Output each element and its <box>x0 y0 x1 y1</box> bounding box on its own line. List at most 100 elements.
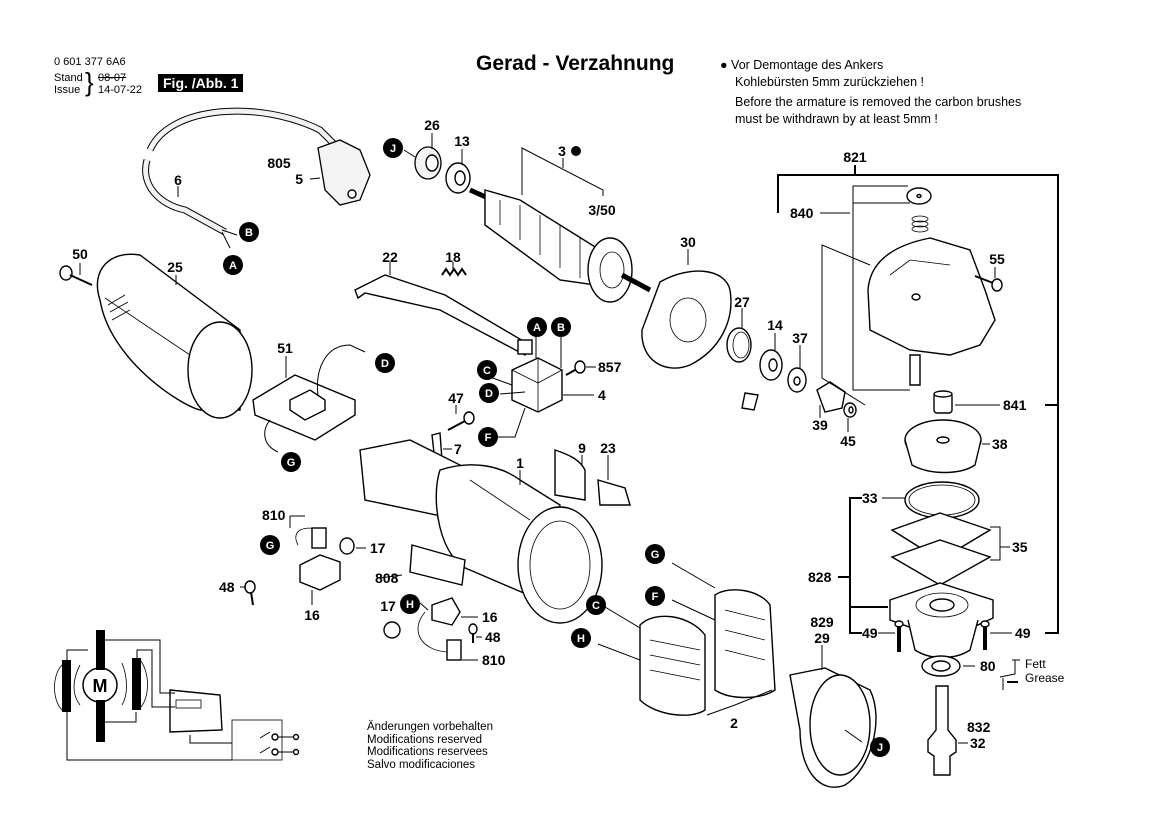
label-49-right: 49 <box>1015 625 1031 641</box>
important-dot-icon <box>571 146 581 156</box>
ref-marker-d-filter: D <box>375 353 395 373</box>
slider-23 <box>597 479 631 506</box>
bearing-13 <box>445 162 471 194</box>
ref-marker-b-switch: B <box>551 317 571 337</box>
bushing-841 <box>933 390 953 414</box>
label-840: 840 <box>790 205 814 221</box>
ref-marker-g-filter: G <box>281 452 301 472</box>
svg-text:F: F <box>485 432 492 444</box>
grease-en: Grease <box>1025 671 1065 685</box>
label-26: 26 <box>424 117 440 133</box>
armature <box>468 187 652 303</box>
reference-markers: J B A A B C D D F G G H G F C H J <box>223 138 890 757</box>
bevel-gear-38 <box>904 419 982 474</box>
label-25: 25 <box>167 259 183 275</box>
spring-17-right <box>383 621 401 639</box>
label-45: 45 <box>840 433 856 449</box>
nut-45 <box>843 402 857 418</box>
label-828: 828 <box>808 569 832 585</box>
label-810-left: 810 <box>262 507 286 523</box>
svg-text:C: C <box>592 600 600 612</box>
svg-text:H: H <box>406 599 414 611</box>
ref-marker-b-cable: B <box>239 222 259 242</box>
svg-text:F: F <box>652 591 659 603</box>
switch-rod <box>354 274 533 356</box>
screw-50 <box>59 265 93 286</box>
ref-marker-h-field: H <box>571 628 591 648</box>
gasket-35 <box>890 512 992 586</box>
grease-de: Fett <box>1025 657 1046 671</box>
label-49-left: 49 <box>862 625 878 641</box>
label-808 <box>409 544 466 586</box>
label-47: 47 <box>448 390 464 406</box>
svg-text:G: G <box>266 540 275 552</box>
figure-label: Fig. /Abb. 1 <box>158 74 244 92</box>
wiring-schematic: M <box>54 630 300 761</box>
svg-text:B: B <box>557 322 565 334</box>
screw-49-right <box>980 620 990 650</box>
gear-housing <box>867 237 996 386</box>
stand-date: 08-07 <box>98 72 127 84</box>
label-23: 23 <box>600 440 616 456</box>
grease-symbol-icon <box>1002 678 1018 690</box>
svg-text:H: H <box>577 633 585 645</box>
power-cable <box>142 107 338 249</box>
brush-holder-right <box>417 597 462 661</box>
nameplate-9 <box>554 449 586 501</box>
spring-17-left <box>339 537 355 555</box>
label-805: 805 <box>267 155 291 171</box>
label-13: 13 <box>454 133 470 149</box>
label-27: 27 <box>734 294 750 310</box>
washer-37 <box>787 367 807 393</box>
label-829: 829 <box>810 614 834 630</box>
issue-date: 14-07-22 <box>98 84 143 96</box>
label-5: 5 <box>295 171 303 187</box>
label-3-50: 3/50 <box>588 202 615 218</box>
ref-marker-a-switch: A <box>527 317 547 337</box>
washer-80 <box>921 655 961 677</box>
brace-icon: } <box>85 67 94 97</box>
label-810-right: 810 <box>482 652 506 668</box>
mod-fr: Modifications reservees <box>367 746 488 758</box>
label-22: 22 <box>382 249 398 265</box>
label-4: 4 <box>598 387 606 403</box>
switch <box>511 357 563 413</box>
ref-marker-c-field: C <box>586 595 606 615</box>
pinion-39 <box>816 381 846 413</box>
bullet-icon: ● <box>720 58 728 72</box>
ref-marker-j-top: J <box>383 138 403 158</box>
label-808: 808 <box>375 570 399 586</box>
label-48-right: 48 <box>485 629 501 645</box>
ref-marker-c-switch: C <box>477 360 497 380</box>
screw-857 <box>565 360 586 376</box>
part-number: 0 601 377 6A6 <box>54 56 126 68</box>
ref-marker-j-guard: J <box>870 737 890 757</box>
ref-marker-f-field: F <box>645 586 665 606</box>
label-33: 33 <box>862 490 878 506</box>
screw-48-left <box>244 580 256 606</box>
svg-text:A: A <box>533 322 541 334</box>
small-part <box>741 392 759 411</box>
label-38: 38 <box>992 436 1008 452</box>
spindle-32 <box>927 685 957 776</box>
note-de-line2: Kohlebürsten 5mm zurückziehen ! <box>735 75 924 89</box>
fan-guide <box>641 270 732 369</box>
label-30: 30 <box>680 234 696 250</box>
label-14: 14 <box>767 317 783 333</box>
svg-text:G: G <box>651 549 660 561</box>
mod-de: Änderungen vorbehalten <box>367 721 493 733</box>
svg-text:D: D <box>485 388 493 400</box>
bearing-26 <box>414 146 442 180</box>
motor-housing <box>359 439 603 624</box>
note-de-line1: Vor Demontage des Ankers <box>731 58 884 72</box>
label-32: 32 <box>970 735 986 751</box>
label-6: 6 <box>174 172 182 188</box>
mod-en: Modifications reserved <box>367 733 483 746</box>
leader-lines <box>79 133 1059 744</box>
seal-27 <box>726 327 752 363</box>
part-labels: 805 5 6 50 25 51 26 13 3 3/50 22 18 30 8… <box>72 117 1031 751</box>
label-832: 832 <box>967 719 991 735</box>
label-2: 2 <box>730 715 738 731</box>
stand-label: Stand <box>54 72 83 84</box>
